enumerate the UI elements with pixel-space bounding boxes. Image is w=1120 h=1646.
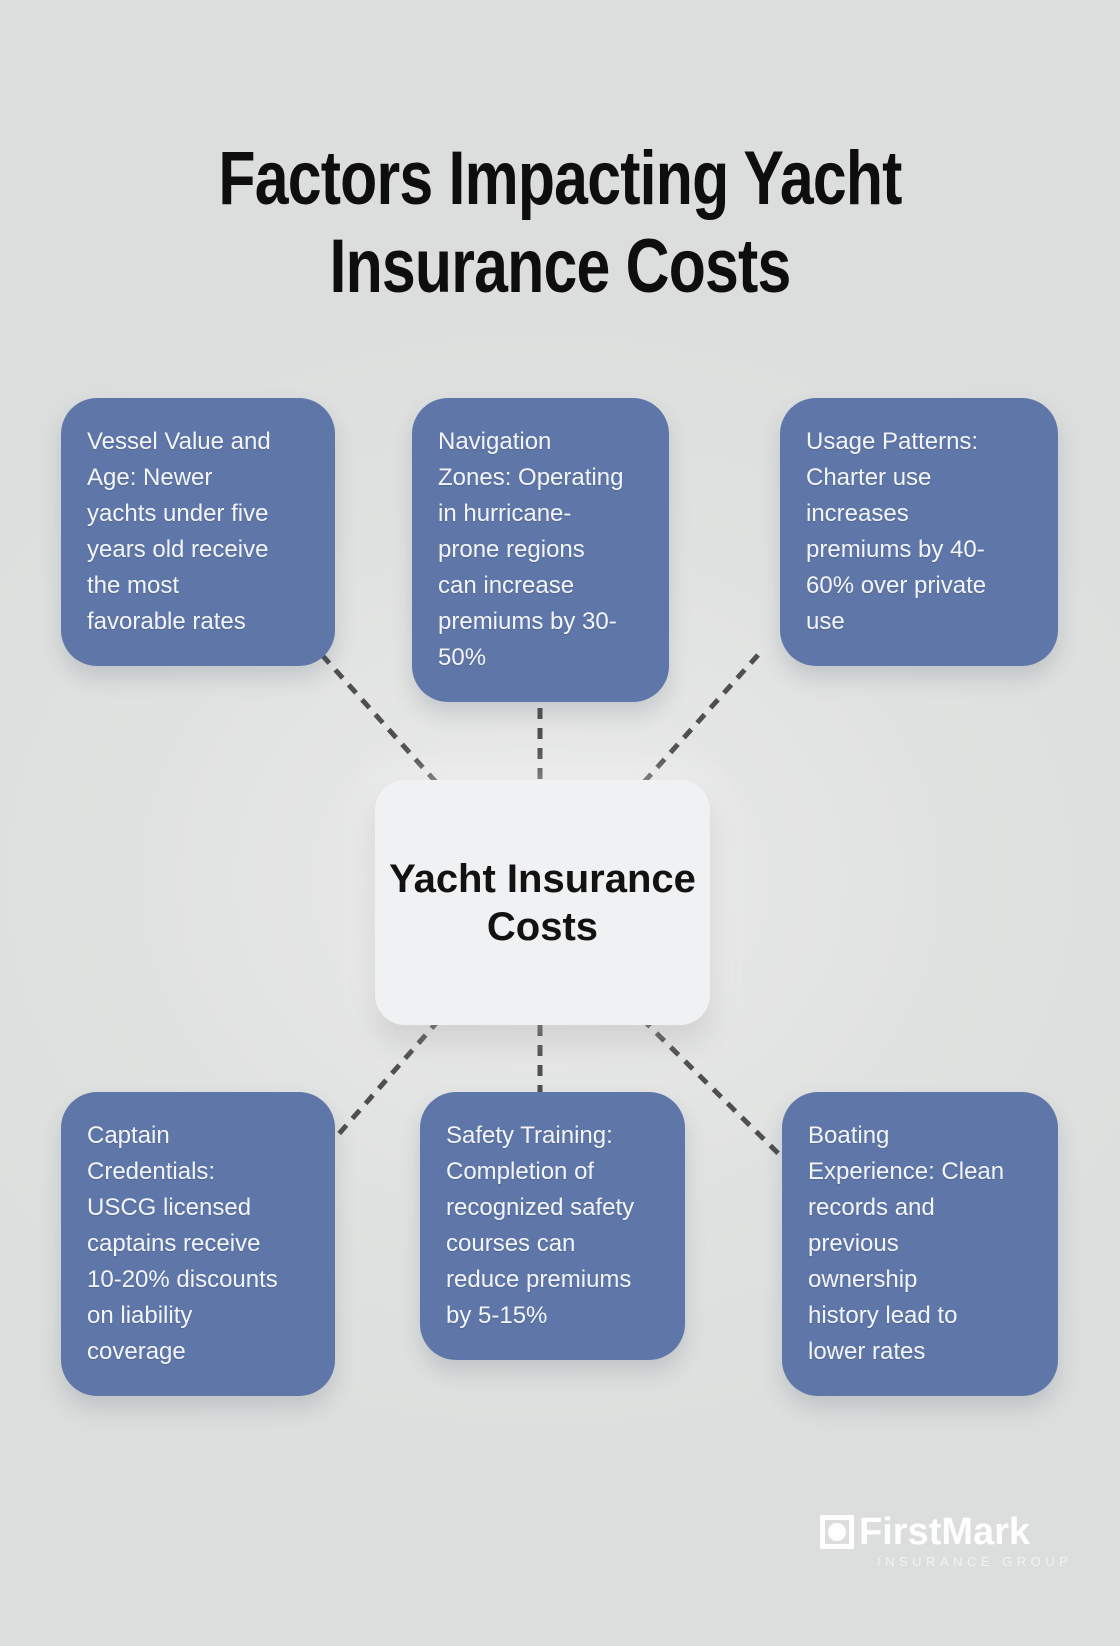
factor-text-captain-credentials: Captain Credentials: USCG licensed capta…: [87, 1122, 278, 1365]
firstmark-logo-row: FirstMark: [820, 1512, 1072, 1552]
connector-top-left: [320, 653, 454, 802]
firstmark-logo-tagline: INSURANCE GROUP: [877, 1554, 1073, 1569]
center-node: Yacht Insurance Costs: [375, 780, 710, 1025]
factor-box-safety-training: Safety Training: Completion of recognize…: [420, 1092, 685, 1360]
center-node-label: Yacht Insurance Costs: [389, 856, 696, 949]
factor-text-vessel-value-age: Vessel Value and Age: Newer yachts under…: [87, 428, 271, 635]
factor-box-vessel-value-age: Vessel Value and Age: Newer yachts under…: [61, 398, 335, 666]
factor-box-captain-credentials: Captain Credentials: USCG licensed capta…: [61, 1092, 335, 1396]
connector-bottom-right: [626, 1003, 792, 1167]
factor-text-boating-experience: Boating Experience: Clean records and pr…: [808, 1122, 1005, 1365]
factor-box-boating-experience: Boating Experience: Clean records and pr…: [782, 1092, 1058, 1396]
factor-text-usage-patterns: Usage Patterns: Charter use increases pr…: [806, 428, 987, 635]
factor-text-navigation-zones: Navigation Zones: Operating in hurricane…: [438, 428, 624, 671]
firstmark-logo: FirstMark INSURANCE GROUP: [820, 1512, 1072, 1569]
factor-text-safety-training: Safety Training: Completion of recognize…: [446, 1122, 635, 1329]
connector-bottom-left: [314, 1003, 454, 1162]
page-title: Factors Impacting Yacht Insurance Costs: [218, 135, 902, 309]
factor-box-navigation-zones: Navigation Zones: Operating in hurricane…: [412, 398, 669, 702]
firstmark-logo-name: FirstMark: [859, 1511, 1031, 1553]
factor-box-usage-patterns: Usage Patterns: Charter use increases pr…: [780, 398, 1058, 666]
connector-top-right: [626, 653, 760, 802]
firstmark-logo-icon: [820, 1515, 854, 1549]
